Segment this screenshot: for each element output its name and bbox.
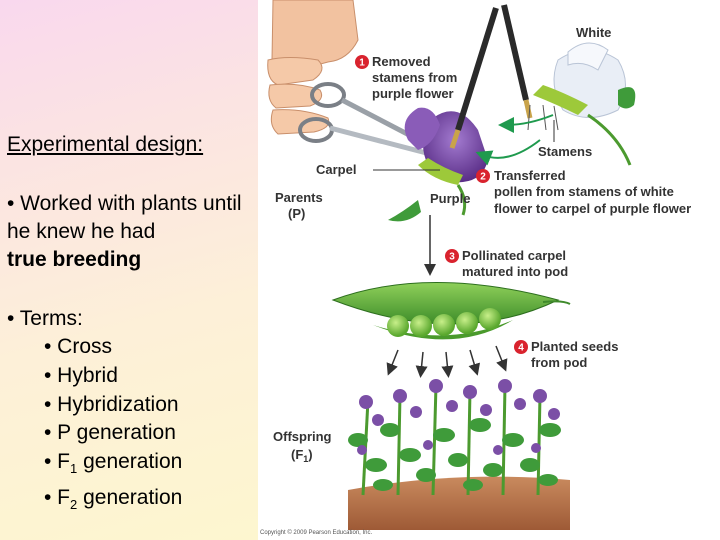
- term-item: • Hybridization: [44, 392, 179, 416]
- label-offspring: Offspring: [273, 429, 332, 444]
- white-flower: [527, 42, 636, 166]
- terms-label: • Terms:: [7, 307, 83, 330]
- step-1-line3: purple flower: [372, 86, 454, 101]
- left-text-panel: Experimental design: • Worked with plant…: [0, 0, 258, 540]
- transfer-arrow: [498, 114, 554, 133]
- experimental-design-heading: Experimental design:: [7, 133, 204, 156]
- soil: [348, 476, 570, 530]
- seed-arrows: [386, 345, 508, 378]
- pea: [456, 312, 478, 334]
- label-parents: Parents: [275, 190, 323, 205]
- term-item: • F1 generation: [44, 450, 183, 477]
- step-3-line1: Pollinated carpel: [462, 248, 566, 263]
- svg-text:4: 4: [518, 343, 524, 354]
- label-stamens: Stamens: [538, 144, 592, 159]
- term-item: • Hybrid: [44, 363, 118, 387]
- step-2-line3: flower to carpel of purple flower: [494, 201, 691, 216]
- step-2-line1: Transferred: [494, 168, 566, 183]
- figure-illustration: 1 2 3 4 Removed stamens from purple flow…: [260, 0, 691, 536]
- svg-text:3: 3: [449, 252, 455, 263]
- offspring-plants: [348, 379, 561, 496]
- hand-illustration: [267, 0, 359, 135]
- step-2-badge: [476, 169, 490, 183]
- step-1-badge: [355, 55, 369, 69]
- terms-list: • Cross • Hybrid • Hybridization • P gen…: [44, 333, 182, 520]
- pea: [410, 315, 432, 337]
- true-breeding-point: • Worked with plants until he knew he ha…: [7, 190, 252, 274]
- label-offspring-f1: (F1): [291, 447, 313, 464]
- label-parents-p: (P): [288, 206, 305, 221]
- pea: [387, 315, 409, 337]
- pea: [433, 314, 455, 336]
- label-white: White: [576, 25, 611, 40]
- term-item: • P generation: [44, 421, 176, 445]
- true-breeding-text: • Worked with plants until he knew he ha…: [7, 192, 242, 243]
- purple-flower: [373, 107, 488, 222]
- mendel-experiment-figure: 1 2 3 4 Removed stamens from purple flow…: [258, 0, 720, 540]
- transfer-arrow: [475, 139, 541, 166]
- pea: [479, 308, 501, 330]
- step-4-badge: [514, 340, 528, 354]
- label-purple: Purple: [430, 191, 470, 206]
- true-breeding-bold: true breeding: [7, 248, 142, 271]
- step-4-line1: Planted seeds: [531, 339, 618, 354]
- term-item: • Cross: [44, 335, 113, 358]
- label-carpel: Carpel: [316, 162, 356, 177]
- svg-text:1: 1: [359, 58, 365, 69]
- step-4-line2: from pod: [531, 355, 587, 370]
- step-1-line1: Removed: [372, 54, 431, 69]
- copyright-notice: Copyright © 2009 Pearson Education, Inc.: [260, 529, 372, 536]
- svg-text:2: 2: [480, 172, 486, 183]
- step-2-line2: pollen from stamens of white: [494, 184, 674, 199]
- pea-pod: [331, 282, 571, 340]
- step-1-line2: stamens from: [372, 70, 457, 85]
- term-item: • F2 generation: [44, 486, 183, 513]
- step-3-badge: [445, 249, 459, 263]
- step-3-line2: matured into pod: [462, 264, 568, 279]
